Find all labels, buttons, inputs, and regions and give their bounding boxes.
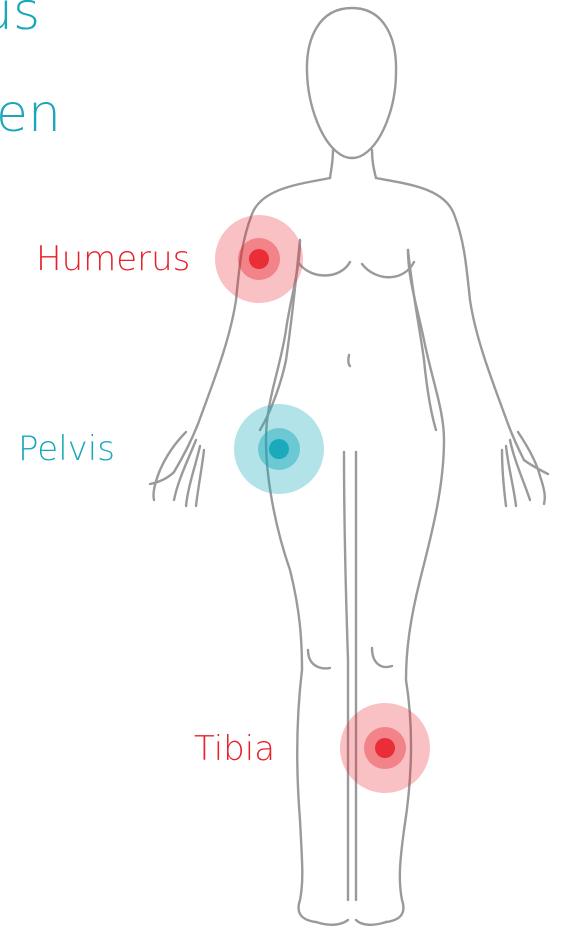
tibia-marker bbox=[340, 703, 430, 793]
right-knee bbox=[372, 648, 392, 667]
humerus-marker-core bbox=[249, 249, 269, 269]
tibia-marker-core bbox=[375, 738, 395, 758]
pelvis-label: Pelvis bbox=[18, 432, 115, 466]
left-shin bbox=[297, 670, 316, 922]
chest-outline bbox=[298, 262, 414, 277]
right-hand bbox=[502, 432, 548, 506]
right-arm-outline bbox=[376, 178, 524, 460]
left-foot bbox=[316, 920, 348, 925]
right-foot bbox=[356, 920, 386, 925]
left-knee bbox=[308, 650, 330, 668]
navel bbox=[348, 355, 350, 366]
neck-outline bbox=[330, 150, 376, 178]
pelvis-marker bbox=[234, 404, 324, 494]
right-torso-outline bbox=[406, 250, 444, 680]
tibia-label: Tibia bbox=[194, 732, 275, 766]
right-inner-arm bbox=[408, 250, 436, 430]
head-outline bbox=[307, 8, 396, 158]
inner-left-leg bbox=[344, 452, 348, 900]
pelvis-marker-core bbox=[269, 439, 289, 459]
humerus-marker bbox=[215, 215, 303, 303]
humerus-label: Humerus bbox=[36, 242, 190, 276]
